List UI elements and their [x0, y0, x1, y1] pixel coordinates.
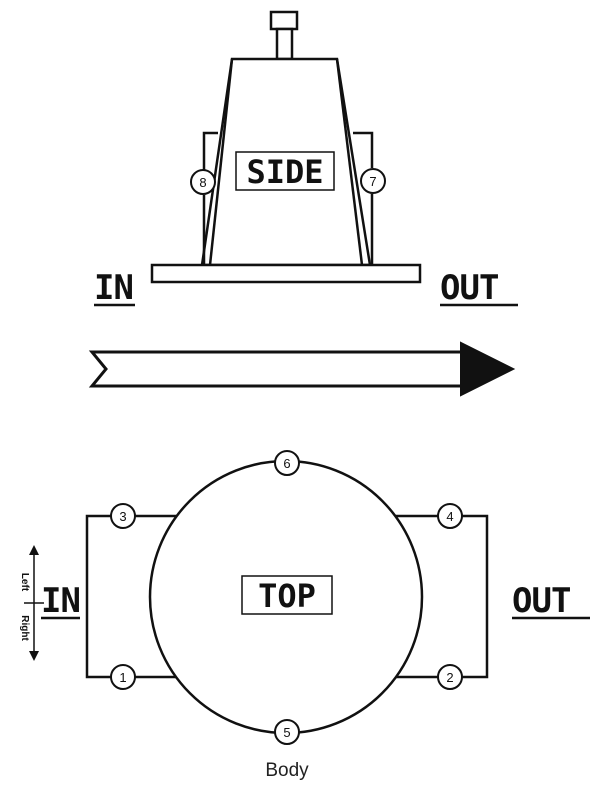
top-marker-6: 6 — [274, 450, 300, 476]
top-marker-2: 2 — [437, 664, 463, 690]
top-marker-6-text: 6 — [283, 456, 290, 471]
side-right-bracket — [353, 131, 374, 168]
top-marker-4: 4 — [437, 503, 463, 529]
top-marker-5: 5 — [274, 719, 300, 745]
flow-arrow-shaft — [88, 350, 465, 388]
top-marker-1: 1 — [110, 664, 136, 690]
diagram-caption: Body — [265, 760, 309, 781]
side-left-bracket — [202, 131, 218, 170]
flow-arrow-head — [460, 341, 516, 397]
top-label: TOP — [258, 577, 316, 615]
top-marker-5-text: 5 — [283, 725, 290, 740]
side-view — [150, 10, 422, 284]
orientation-arrow-down — [29, 651, 39, 661]
side-stem — [275, 27, 294, 61]
orientation-arrow-up — [29, 545, 39, 555]
side-label-box — [235, 151, 335, 191]
orientation-upper-label: Left — [19, 573, 30, 592]
side-marker-left: 8 — [190, 169, 216, 195]
top-marker-4-text: 4 — [446, 509, 453, 524]
side-in-label: IN — [94, 268, 133, 308]
flow-arrow — [88, 341, 516, 397]
top-marker-3-text: 3 — [119, 509, 126, 524]
orientation-indicator: Left Right — [19, 545, 44, 661]
top-marker-1-text: 1 — [119, 670, 126, 685]
side-label: SIDE — [246, 153, 323, 191]
side-marker-left-text: 8 — [199, 175, 206, 190]
top-out-label: OUT — [512, 581, 570, 621]
top-marker-3: 3 — [110, 503, 136, 529]
side-knob — [269, 10, 299, 31]
side-out-label: OUT — [440, 268, 498, 308]
orientation-lower-label: Right — [19, 615, 30, 641]
side-marker-right: 7 — [360, 168, 386, 194]
top-marker-2-text: 2 — [446, 670, 453, 685]
top-label-box — [241, 575, 333, 615]
side-marker-right-text: 7 — [369, 174, 376, 189]
side-base-plate — [150, 263, 422, 284]
top-in-label: IN — [41, 581, 80, 621]
